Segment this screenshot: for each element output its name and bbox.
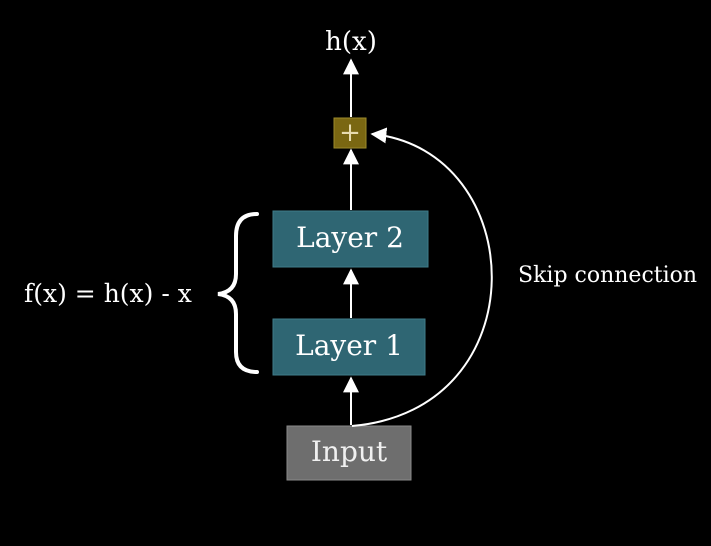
- input-box: [286, 425, 412, 481]
- output-label: h(x): [325, 27, 377, 57]
- add-symbol: +: [339, 118, 361, 148]
- input-label: Input: [311, 435, 388, 468]
- skip-connection-label: Skip connection: [518, 263, 697, 288]
- layer-1-box: [272, 318, 426, 376]
- layer-1-label: Layer 1: [295, 329, 403, 362]
- add-node: [333, 117, 367, 149]
- function-label: f(x) = h(x) - x: [24, 279, 192, 308]
- skip-connection-arrow: [351, 127, 493, 427]
- layer-2-label: Layer 2: [296, 221, 404, 254]
- layer-2-box: [272, 210, 429, 268]
- curly-brace: [217, 212, 259, 374]
